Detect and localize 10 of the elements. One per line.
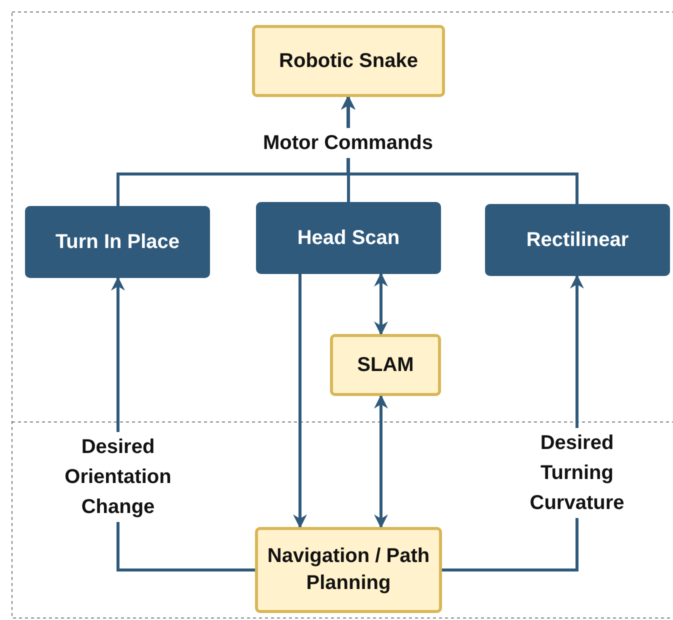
arrow [374, 272, 388, 336]
process-box: Navigation / Path Planning [255, 527, 442, 613]
arrow [341, 96, 578, 204]
motion-mode-box: Rectilinear [485, 204, 670, 276]
process-box: SLAM [330, 334, 441, 396]
process-box: Robotic Snake [252, 25, 445, 97]
motion-mode-box: Head Scan [256, 202, 441, 274]
arrow [374, 394, 388, 528]
motion-mode-box: Turn In Place [25, 206, 210, 278]
arrow [293, 274, 307, 528]
